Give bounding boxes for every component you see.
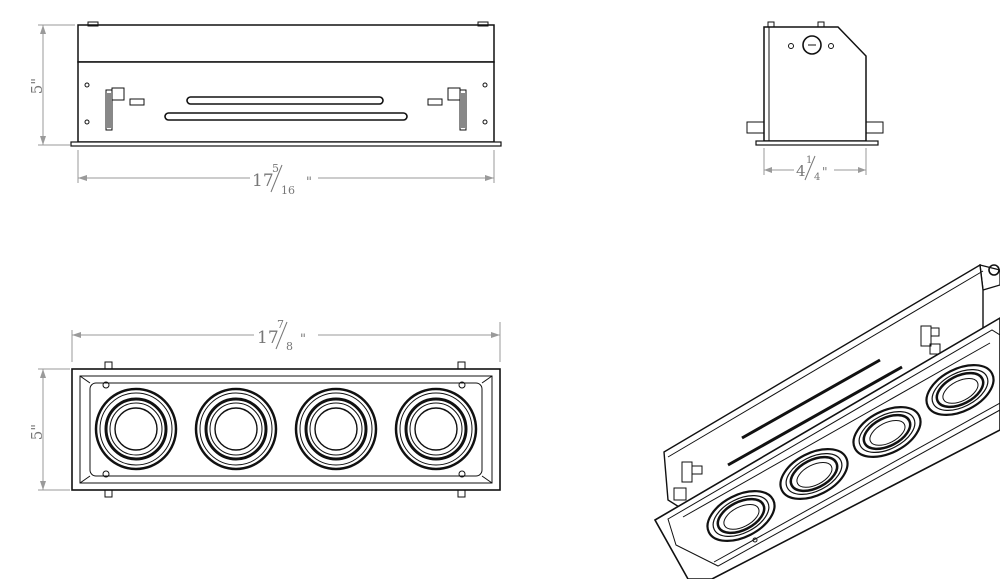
side-housing [763,26,867,142]
iso-view [653,263,1000,579]
svg-text:16: 16 [281,184,295,197]
iso-lamp-module [852,406,922,458]
bottom-screw [458,381,466,389]
bottom-lamps [94,387,478,471]
bottom-screw [102,470,110,478]
svg-text:17: 17 [252,171,274,191]
svg-text:8: 8 [286,340,293,353]
svg-text:": " [300,332,306,347]
iso-lamp-module [925,364,995,416]
bottom-screw [458,470,466,478]
front-length-label: 17 5 16 " [252,162,312,197]
iso-bracket [673,461,703,501]
side-flange [755,140,879,146]
front-bracket-right [427,87,467,131]
svg-text:7: 7 [277,318,284,331]
svg-text:4: 4 [814,172,820,183]
front-screw [482,119,488,125]
side-view: 4 1 4 " [746,21,884,183]
iso-lamps [706,364,995,542]
lamp-module [194,387,278,471]
bottom-trim-recess [89,382,483,477]
front-height-label: 5" [28,78,46,94]
knockout-icon [802,35,822,55]
iso-knockout-icon [988,264,1000,276]
front-bracket-left [105,87,145,131]
lamp-module [394,387,478,471]
bottom-screw [102,381,110,389]
svg-text:4: 4 [796,162,806,180]
front-housing-body [77,61,495,143]
front-tab-left [87,21,99,27]
front-screw [84,119,90,125]
front-view: 5" 17 5 16 " [28,21,502,197]
side-screw [828,43,834,49]
iso-lamp-module [706,490,776,542]
svg-text:1: 1 [806,155,812,166]
front-screw [482,82,488,88]
front-tab-right [477,21,489,27]
front-slot-lower [164,112,408,121]
side-bar-right [865,121,884,134]
side-screw [788,43,794,49]
lamp-module [294,387,378,471]
front-housing-top [77,24,495,63]
iso-trim-inner [667,329,1000,567]
svg-text:17: 17 [257,328,279,348]
iso-slot-lower [727,365,903,467]
front-screw [84,82,90,88]
iso-bracket [920,325,941,355]
lamp-module [94,387,178,471]
svg-text:": " [306,175,312,190]
iso-lamp-module [779,448,849,500]
svg-text:": " [822,165,828,179]
side-width-label: 4 1 4 " [796,155,828,183]
iso-slot-upper [741,358,881,440]
front-slot-upper [186,96,384,105]
bottom-view: 17 7 8 " 5" [28,318,501,498]
side-bar-left [746,121,765,134]
bottom-height-label: 5" [28,424,46,440]
bottom-trim-inner [79,375,493,484]
front-flange [70,141,502,147]
svg-text:5: 5 [272,162,279,175]
bottom-length-label: 17 7 8 " [257,318,306,353]
